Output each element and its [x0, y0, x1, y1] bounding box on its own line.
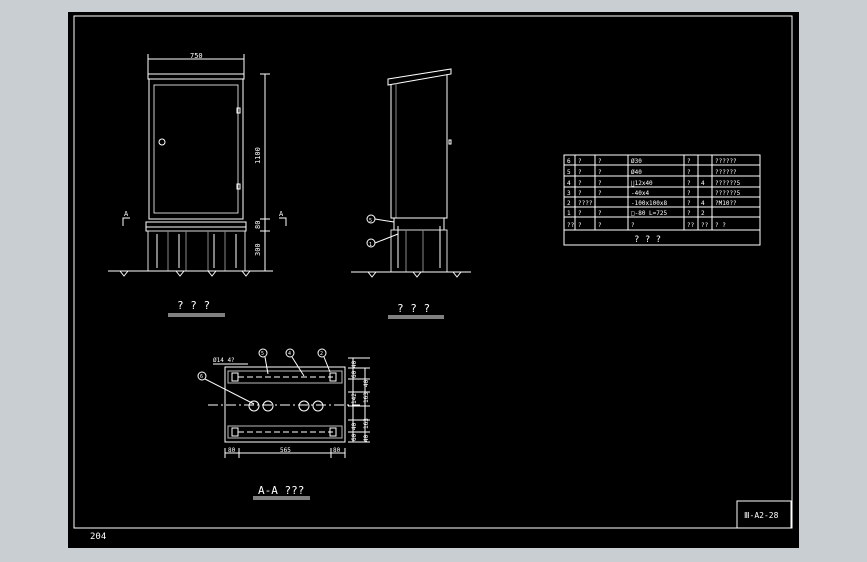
section-view-title: A-A ??? — [258, 484, 304, 497]
table-cell: ? — [578, 158, 582, 165]
table-cell: 4 — [701, 180, 705, 187]
front-view — [108, 54, 287, 317]
callout-2: 2 — [320, 351, 323, 357]
drawing-number: Ⅲ-A2-28 — [744, 511, 779, 520]
right-dim: 60 — [351, 433, 358, 441]
table-cell: ? — [578, 169, 582, 176]
table-cell: ? ? — [715, 222, 726, 229]
callout-6: 6 — [200, 374, 203, 380]
right-dim: 40 — [363, 434, 370, 442]
table-cell: ?? — [567, 222, 575, 229]
table-footer: ? ? ? — [634, 235, 661, 245]
right-dim: 142 — [351, 393, 358, 404]
section-mark-right: A — [279, 210, 284, 218]
table-cell: ?????? — [715, 158, 737, 165]
table-cell: ? — [578, 210, 582, 217]
callout-5: 5 — [261, 351, 264, 357]
table-cell: ? — [687, 180, 691, 187]
table-cell: ? — [687, 169, 691, 176]
bolt-label: Ø14 4? — [213, 357, 235, 364]
right-dim: 163 — [363, 392, 370, 403]
table-cell: 5 — [567, 169, 571, 176]
side-callout-a: 5 — [369, 218, 372, 224]
front-view-title: ? ? ? — [177, 299, 210, 312]
table-cell: 1 — [567, 210, 571, 217]
table-cell: □-80 L=725 — [631, 210, 668, 217]
table-cell: 4 — [701, 200, 705, 207]
front-height-dim: 1100 — [254, 147, 262, 164]
table-cell: ∐12x40 — [631, 180, 653, 187]
table-cell: ???? — [578, 200, 593, 207]
table-cell: ? — [687, 190, 691, 197]
table-rows: 6??Ø30???????5??Ø40???????4??∐12x40?4???… — [567, 158, 741, 229]
right-dim: 60 — [351, 370, 358, 378]
table-cell: ? — [578, 222, 582, 229]
table-cell: -40x4 — [631, 190, 649, 197]
table-cell: Ø40 — [631, 169, 642, 176]
table-cell: ??????5 — [715, 180, 741, 187]
table-cell: -100x100x8 — [631, 200, 668, 207]
table-cell: ? — [631, 222, 635, 229]
table-cell: 6 — [567, 158, 571, 165]
table-cell: 4 — [567, 180, 571, 187]
right-dim: 40 — [363, 379, 370, 387]
table-cell: ? — [687, 210, 691, 217]
table-cell: ? — [578, 190, 582, 197]
plan-dim-mid: 565 — [280, 447, 291, 454]
cad-drawing: 750 1100 80 300 A A 5 1 Ø14 4? 6 5 4 2 8… — [73, 15, 793, 529]
table-cell: ? — [578, 180, 582, 187]
table-cell: ? — [687, 158, 691, 165]
table-cell: ? — [687, 200, 691, 207]
side-callout-b: 1 — [369, 242, 372, 248]
table-cell: Ø30 — [631, 158, 642, 165]
plan-dim-right: 80 — [333, 447, 341, 454]
table-cell: ? — [598, 210, 602, 217]
table-cell: ? — [598, 169, 602, 176]
drawing-sheet: 750 1100 80 300 A A 5 1 Ø14 4? 6 5 4 2 8… — [68, 12, 799, 548]
right-dim: 163 — [363, 418, 370, 429]
plan-view — [197, 348, 370, 500]
right-dim: 40 — [351, 422, 358, 430]
table-cell: ?? — [687, 222, 695, 229]
table-cell: 2 — [701, 210, 705, 217]
drawing-frame — [73, 15, 793, 529]
front-base-dim-lower: 300 — [254, 243, 262, 256]
table-cell: ? — [598, 158, 602, 165]
table-cell: 2 — [567, 200, 571, 207]
table-cell: ?? — [701, 222, 709, 229]
callout-4: 4 — [288, 351, 291, 357]
page-number: 204 — [90, 532, 107, 542]
material-table — [563, 154, 761, 246]
right-dim: 40 — [351, 360, 358, 368]
table-cell: ?M10?? — [715, 200, 737, 207]
plan-dim-left: 80 — [228, 447, 236, 454]
table-cell: 3 — [567, 190, 571, 197]
table-cell: ? — [598, 180, 602, 187]
side-view — [351, 68, 471, 319]
table-cell: ? — [598, 222, 602, 229]
section-mark-left: A — [124, 210, 129, 218]
front-width-dim: 750 — [190, 52, 203, 60]
table-cell: ??????5 — [715, 190, 741, 197]
side-view-title: ? ? ? — [397, 302, 430, 315]
front-base-dim-upper: 80 — [254, 221, 262, 229]
table-cell: ? — [598, 190, 602, 197]
table-cell: ?????? — [715, 169, 737, 176]
title-block — [736, 500, 792, 529]
